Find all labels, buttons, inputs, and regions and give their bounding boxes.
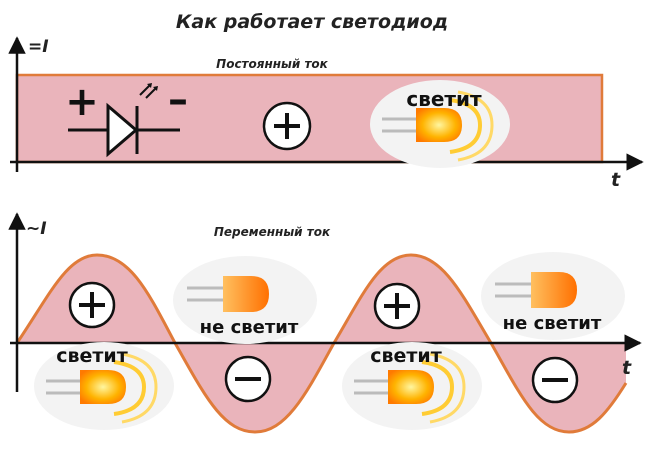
ac-glow-label-1: светит xyxy=(56,345,128,367)
diode-symbol xyxy=(68,83,180,158)
ac-glow-label-2: светит xyxy=(370,345,442,367)
dc-glow-label: светит xyxy=(406,87,482,111)
anode-plus-sign: + xyxy=(65,79,99,125)
ac-off-label-1: не светит xyxy=(200,317,299,338)
dc-axis-label: =I xyxy=(28,37,49,57)
dc-panel: =I Постоянный ток t + – светит xyxy=(8,36,644,191)
ac-minus-icon-2 xyxy=(531,356,579,404)
dc-plus-icon xyxy=(262,101,312,151)
ac-off-label-2: не светит xyxy=(503,313,602,334)
dc-time-label: t xyxy=(611,169,621,191)
ac-subtitle: Переменный ток xyxy=(214,225,331,239)
ac-axis-label: ~I xyxy=(26,219,47,239)
ac-time-label: t xyxy=(622,357,632,379)
diagram-title: Как работает светодиод xyxy=(176,11,448,33)
dc-subtitle: Постоянный ток xyxy=(216,57,329,71)
ac-panel: ~I Переменный ток t не светит xyxy=(8,212,642,434)
ac-plus-icon-1 xyxy=(68,281,116,329)
ac-minus-icon-1 xyxy=(224,355,272,403)
cathode-minus-sign: – xyxy=(168,77,188,123)
ac-plus-icon-2 xyxy=(373,282,421,330)
